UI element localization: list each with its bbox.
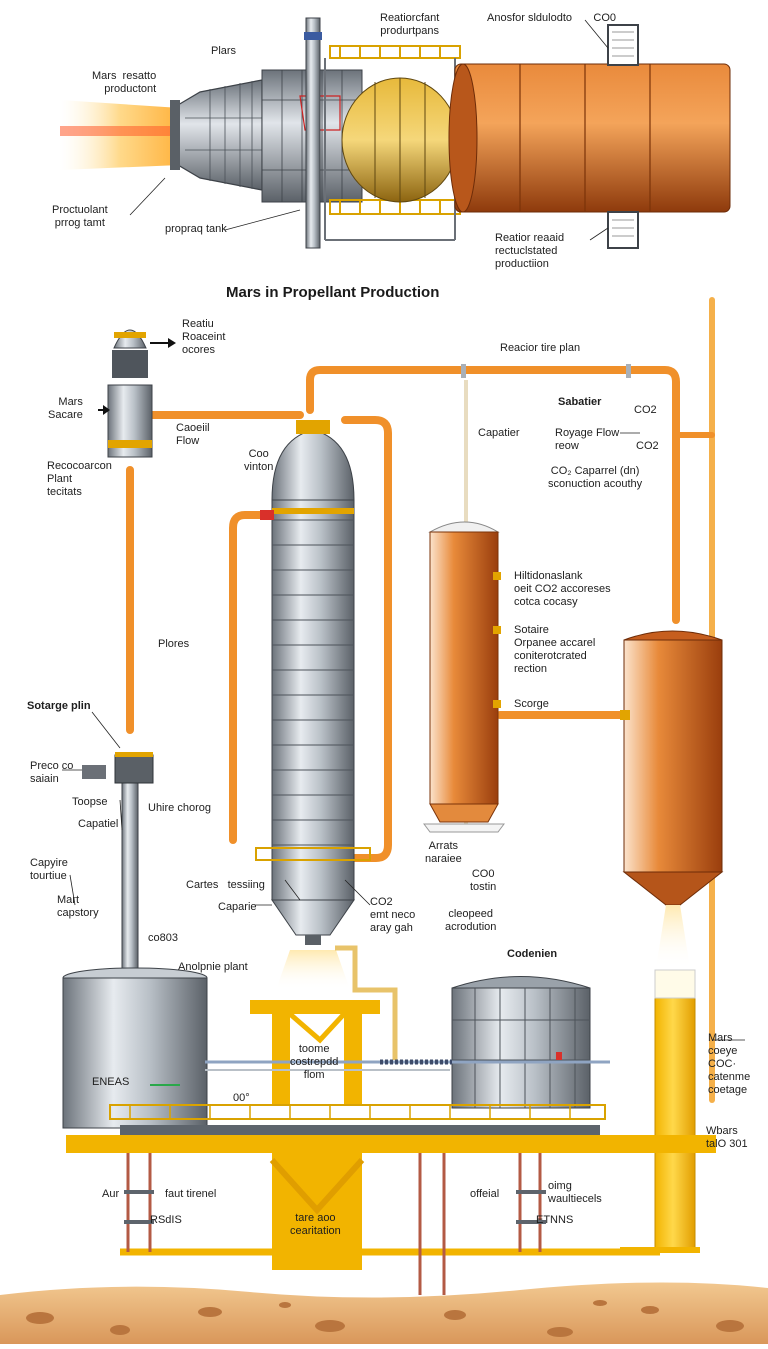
label-plars: Plars [211,45,237,57]
label-reatiu: Reatiu Roaceint ocores [182,318,226,356]
propellant-storage-cylinder [454,63,731,213]
label-uhire-chorog: Uhire chorog [148,802,211,814]
label-offeial: offeial [470,1188,500,1200]
label-royage-flow: Royage Flow reow [555,427,620,452]
condenser-tank [451,976,591,1109]
label-reactor-line: Reacior tire plan [500,342,581,354]
label-etnns: ETNNS [536,1214,574,1226]
label-sotaire: Sotaire Orpanee accarel coniterotcrated … [514,624,596,675]
label-tas-aco: tare aoo cearitation [290,1212,341,1237]
label-coo-vinton: Coo vinton [244,448,274,473]
central-reactor-column [255,420,371,990]
label-arrats: Arrats naraiee [425,840,462,865]
label-codenien: Codenien [507,948,558,960]
label-mars-sabare: Mars Sacare [48,396,83,421]
label-sabatier: Sabatier [558,396,602,408]
rust-storage-tank-wide [620,630,724,906]
top-reactor-assembly [60,17,731,249]
label-capatier: Capatier [478,427,520,439]
label-caparie: Caparie [218,901,257,913]
label-co2-a: CO2 [634,404,657,416]
label-scorge: Scorge [514,698,549,710]
label-capatiel: Capatiel [78,818,119,830]
left-separator-column [82,329,154,976]
label-mars-right: Mars coeye COC· catenme coetage [708,1032,751,1096]
engine-nozzle [177,79,263,191]
yellow-gantry [66,945,716,1270]
label-anolpnie: Anolpnie plant [178,961,248,973]
label-mart: Mart capstory [57,894,99,919]
label-wbars: Wbars talO 301 [706,1125,748,1150]
label-co2-capariel: CO₂ Caparrel (dn) sconuction acouthy [548,465,643,490]
co2-intake-box [607,24,639,66]
label-preco: Preco co saiain [30,760,74,785]
label-co2-b: CO2 [636,440,659,452]
left-storage-tank [62,967,208,1129]
label-reactor-reald: Reatior reaaid rectuclstated productiion [495,232,565,270]
label-coo-tostin: CO0 tostin [470,868,497,893]
label-toorne: toome costrepdd flom [290,1043,339,1081]
label-co803: co803 [148,932,178,944]
label-sotarge-plin: Sotarge plin [27,700,91,712]
label-capyire: Capyire tourtiue [30,857,68,882]
label-eneas: ENEAS [92,1076,130,1088]
label-plores: Plores [158,638,190,650]
yellow-product-tank [620,905,700,1253]
label-rsdis: RSdIS [150,1214,182,1226]
label-cleopecl: cleopeed acrodution [445,908,497,933]
rust-storage-tank-narrow [423,521,505,833]
label-propag-tank: propraq tank [165,223,227,235]
label-hiliti: Hiltidonaslank oeit CO2 accoreses cotca … [514,570,611,608]
label-aur: Aur [102,1188,120,1200]
label-toopse: Toopse [72,796,108,808]
label-cartes: Cartes tessiing [186,879,265,891]
label-caoelil-flow: Caoeiil Flow [176,422,210,447]
label-oimg: oimg waultiecels [548,1180,602,1205]
label-mars-resatto: Mars resatto productont [92,70,157,95]
diagram-title: Mars in Propellant Production [226,284,440,301]
label-co2-c: CO2 emt neco aray gah [370,896,416,934]
label-production-plant: Proctuolant prrog tamt [52,204,108,229]
label-reactor-top: Reatiorcfant produrtpans [380,12,440,37]
label-o0: 00° [233,1092,250,1104]
label-faut-tirenel: faut tirenel [165,1188,217,1200]
mars-ground [0,1282,768,1344]
label-co2-top: Anosfor sldulodto CO0 [487,12,617,24]
label-recocoarcon: Recocoarcon Plant tecitats [47,460,112,498]
